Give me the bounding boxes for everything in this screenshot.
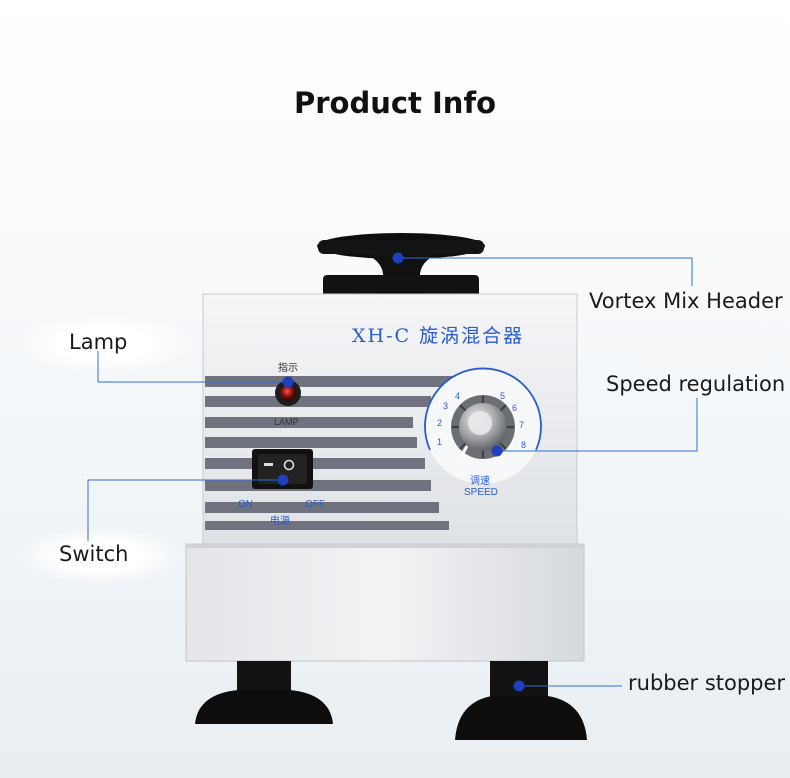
callout-lamp: Lamp — [69, 330, 128, 354]
vortex-mix-header — [317, 233, 485, 302]
dial-number-6: 6 — [512, 403, 518, 413]
switch-label-cn: 电源 — [270, 516, 290, 527]
device-model-label: XH-C 旋涡混合器 — [352, 325, 525, 347]
lamp-label-cn: 指示 — [278, 363, 298, 374]
callout-speed-regulation: Speed regulation — [606, 372, 786, 396]
callout-switch: Switch — [59, 542, 129, 566]
dial-number-5: 5 — [500, 391, 506, 401]
rubber-stopper-left — [195, 661, 333, 724]
dial-number-8: 8 — [521, 440, 527, 450]
page-title: Product Info — [293, 86, 496, 120]
lamp-label-halo — [20, 316, 190, 372]
dial-number-3: 3 — [443, 401, 449, 411]
device-housing — [185, 293, 585, 662]
panel-stripes — [205, 376, 457, 530]
dial-number-7: 7 — [519, 420, 525, 430]
power-switch[interactable] — [252, 449, 313, 489]
switch-off-label: OFF — [305, 499, 325, 510]
callout-vortex-mix-header: Vortex Mix Header — [589, 289, 783, 313]
lamp-indicator — [275, 380, 301, 406]
switch-on-label: ON — [238, 499, 253, 510]
dial-number-1: 1 — [437, 437, 443, 447]
rubber-stopper-right — [455, 661, 587, 740]
speed-label-en: SPEED — [464, 487, 498, 498]
dial-number-4: 4 — [455, 391, 461, 401]
callout-lines — [87, 257, 698, 687]
dial-number-2: 2 — [437, 418, 443, 428]
callout-dots — [277, 252, 525, 692]
speed-dial[interactable] — [424, 367, 542, 484]
speed-label-cn: 调速 — [470, 476, 490, 487]
callout-rubber-stopper: rubber stopper — [628, 671, 786, 695]
switch-label-halo — [20, 528, 180, 584]
lamp-label-en: LAMP — [274, 417, 299, 427]
